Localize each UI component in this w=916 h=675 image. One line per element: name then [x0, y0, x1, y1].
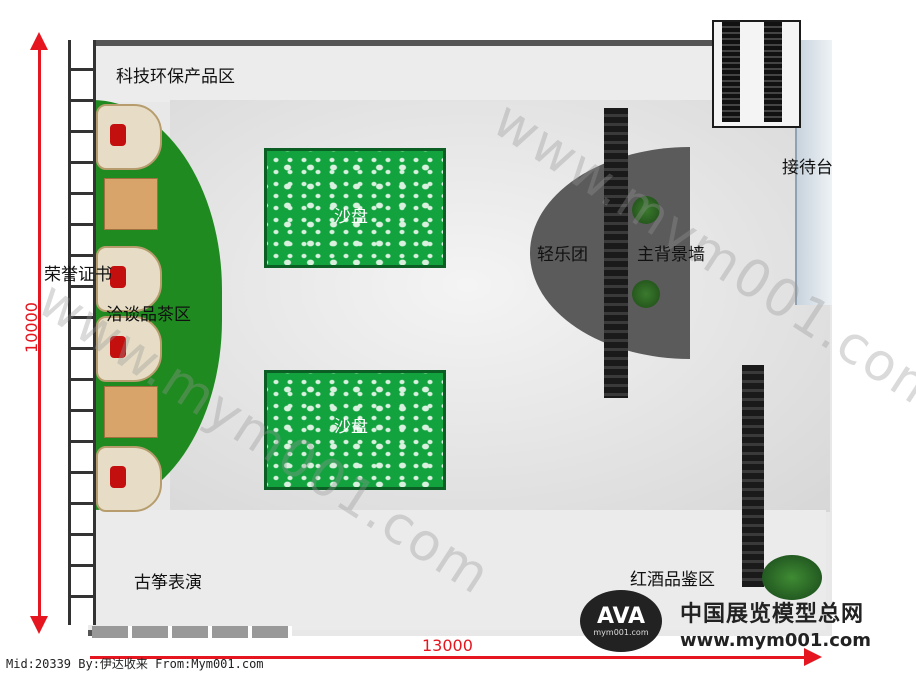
gate-post [764, 22, 782, 122]
zone-label-main-wall: 主背景墙 [637, 245, 705, 265]
arrow-right-icon [804, 648, 822, 666]
width-dimension-label: 13000 [422, 636, 473, 655]
performance-band [88, 510, 826, 630]
zone-label-tea: 洽谈品茶区 [106, 305, 191, 325]
brand-url[interactable]: www.mym001.com [680, 630, 872, 651]
tech-product-band [88, 46, 726, 102]
plant-icon [632, 196, 660, 224]
main-backdrop-wall [604, 108, 628, 398]
logo-mark: AVA [596, 603, 646, 629]
zone-label-sandtable: 沙盘 [334, 417, 368, 437]
height-dimension-label: 10000 [21, 302, 41, 353]
tea-table [104, 386, 158, 438]
gate-post [722, 22, 740, 122]
sofa-cushion [110, 124, 126, 146]
arrow-up-icon [30, 32, 48, 50]
sofa-cushion [110, 266, 126, 288]
sofa [96, 316, 162, 382]
wine-wall [742, 365, 764, 587]
honor-wall-rack [68, 40, 96, 625]
floor-edge-strip [92, 626, 292, 638]
sandtable-bottom [264, 370, 446, 490]
tea-table [104, 178, 158, 230]
sofa [96, 446, 162, 512]
sandtable-top [264, 148, 446, 268]
zone-label-sandtable: 沙盘 [334, 207, 368, 227]
zone-label-band: 轻乐团 [537, 245, 588, 265]
zone-label-guzheng: 古筝表演 [134, 573, 202, 593]
zone-label-tech: 科技环保产品区 [116, 67, 235, 87]
sofa-cushion [110, 466, 126, 488]
arrow-down-icon [30, 616, 48, 634]
logo-sub: mym001.com [593, 627, 649, 637]
brand-name: 中国展览模型总网 [680, 602, 865, 627]
footer-credit: Mid:20339 By:伊达收来 From:Mym001.com [6, 657, 264, 671]
zone-label-reception: 接待台 [782, 158, 833, 178]
width-dimension-line [90, 656, 810, 659]
sofa [96, 246, 162, 312]
height-dimension-line [38, 46, 41, 626]
zone-label-wine: 红酒品鉴区 [630, 570, 715, 590]
plant-icon [762, 555, 822, 600]
zone-label-honor: 荣誉证书 [44, 265, 112, 285]
reception-desk [795, 40, 832, 305]
brand-logo: AVA mym001.com [580, 590, 662, 652]
sofa-cushion [110, 336, 126, 358]
sofa [96, 104, 162, 170]
entrance-gate [712, 20, 801, 128]
plant-icon [632, 280, 660, 308]
